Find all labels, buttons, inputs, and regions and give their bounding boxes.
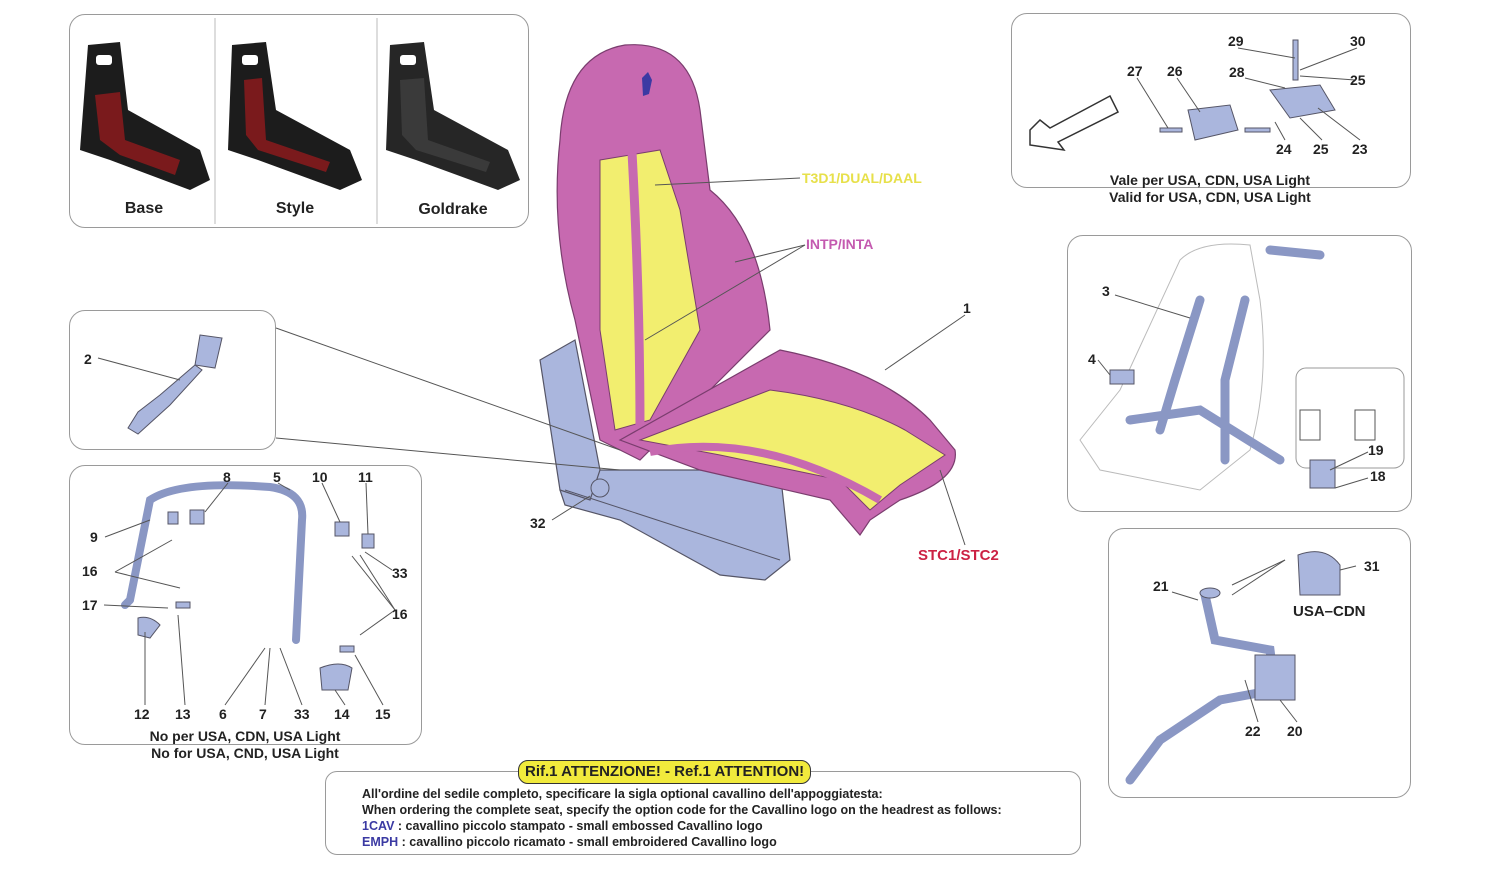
seat-mount-bracket — [1159, 39, 1336, 141]
seat-thumbnail-style — [228, 42, 362, 190]
mount-validity-it: Vale per USA, CDN, USA Light — [1109, 172, 1311, 188]
part-number: 16 — [392, 606, 408, 622]
part-number: 5 — [273, 469, 281, 485]
rollbar — [121, 481, 307, 644]
part-number: 31 — [1364, 558, 1380, 574]
part-number: 1 — [963, 300, 971, 316]
part-number: 10 — [312, 469, 328, 485]
callout-t3d1: T3D1/DUAL/DAAL — [802, 170, 922, 186]
seat-thumbnail-base — [80, 42, 210, 190]
part-number: 21 — [1153, 578, 1169, 594]
usa-cdn-label: USA–CDN — [1293, 603, 1366, 620]
mount-panel — [1011, 13, 1411, 188]
part-number: 11 — [358, 469, 373, 485]
seat-variant-label: Goldrake — [418, 201, 488, 218]
part-number: 14 — [334, 706, 350, 722]
note-option-1cav: 1CAV : cavallino piccolo stampato - smal… — [362, 819, 763, 833]
rollbar-validity-en: No for USA, CND, USA Light — [151, 745, 339, 761]
part-number: 25 — [1313, 141, 1329, 157]
note-option-emph: EMPH : cavallino piccolo ricamato - smal… — [362, 835, 777, 849]
part-number: 3 — [1102, 283, 1110, 299]
part-number: 18 — [1370, 468, 1386, 484]
part-number: 30 — [1350, 33, 1366, 49]
part-number: 20 — [1287, 723, 1303, 739]
seat-thumbnail-goldrake — [386, 42, 520, 190]
part-number: 8 — [223, 469, 231, 485]
attention-title: Rif.1 ATTENZIONE! - Ref.1 ATTENTION! — [518, 760, 812, 784]
note-line-it: All'ordine del sedile completo, specific… — [362, 787, 883, 801]
note-line-en: When ordering the complete seat, specify… — [362, 803, 1002, 817]
part-number: 23 — [1352, 141, 1368, 157]
part-number: 22 — [1245, 723, 1261, 739]
part-number: 2 — [84, 351, 92, 367]
callout-stc: STC1/STC2 — [918, 547, 999, 564]
part-number: 4 — [1088, 351, 1096, 367]
part-number: 17 — [82, 597, 98, 613]
option-code: 1CAV — [362, 819, 395, 833]
part-number: 16 — [82, 563, 98, 579]
part-number: 6 — [219, 706, 227, 722]
harness-seat-outline — [1079, 243, 1264, 491]
part-number: 33 — [392, 565, 408, 581]
callout-intp: INTP/INTA — [806, 236, 874, 252]
option-code: EMPH — [362, 835, 399, 849]
front-direction-arrow — [1029, 94, 1120, 152]
part-number: 9 — [90, 529, 98, 545]
part-number: 27 — [1127, 63, 1143, 79]
option-description: : cavallino piccolo ricamato - small emb… — [401, 835, 777, 849]
part-number: 15 — [375, 706, 391, 722]
buckle-panel — [69, 310, 276, 450]
seat-variant-label: Base — [124, 200, 164, 217]
part-number: 12 — [134, 706, 150, 722]
part-number: 32 — [530, 515, 546, 531]
part-number: 28 — [1229, 64, 1245, 80]
seatbelt-buckle — [127, 334, 223, 435]
part-number: 24 — [1276, 141, 1292, 157]
harness-belts — [1125, 245, 1325, 465]
part-number: 7 — [259, 706, 267, 722]
part-number: 29 — [1228, 33, 1244, 49]
option-description: : cavallino piccolo stampato - small emb… — [397, 819, 763, 833]
mount-validity-en: Valid for USA, CDN, USA Light — [1109, 189, 1311, 205]
part-number: 26 — [1167, 63, 1183, 79]
part-number: 19 — [1368, 442, 1384, 458]
seat-variant-label: Style — [275, 200, 315, 217]
part-number: 25 — [1350, 72, 1366, 88]
racing-seat — [539, 44, 956, 581]
part-number: 33 — [294, 706, 310, 722]
three-point-seatbelt — [1125, 551, 1341, 785]
part-number: 13 — [175, 706, 191, 722]
rollbar-validity-it: No per USA, CDN, USA Light — [149, 728, 341, 744]
